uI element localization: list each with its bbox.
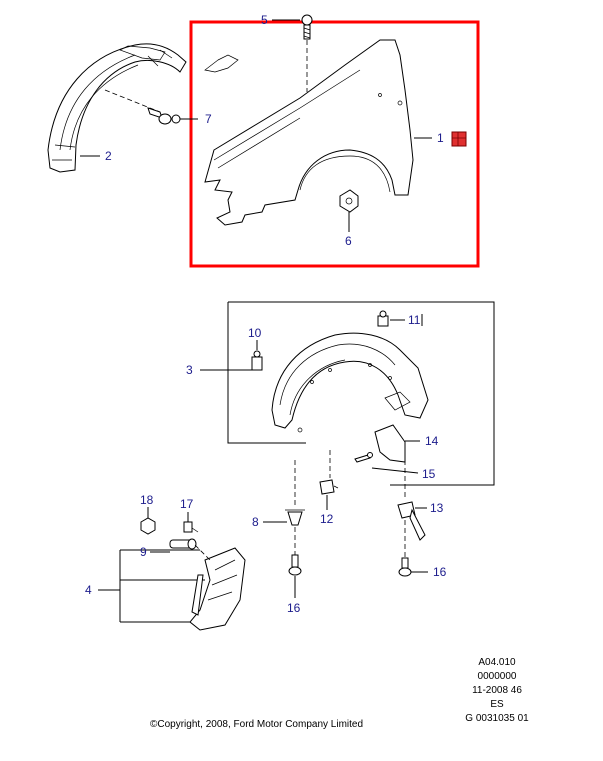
callout-9: 9 <box>140 545 147 559</box>
callout-14: 14 <box>425 434 439 448</box>
callout-1: 1 <box>437 131 444 145</box>
callout-15: 15 <box>422 467 436 481</box>
nut-part-6 <box>339 189 359 213</box>
clip-part-13 <box>397 501 426 541</box>
wheel-arch-liner-rear <box>271 332 429 433</box>
callout-2: 2 <box>105 149 112 163</box>
screw-part-17 <box>183 521 199 533</box>
callout-16-right: 16 <box>433 565 447 579</box>
clip-part-11 <box>377 310 389 327</box>
ref-line-1: A04.010 <box>478 657 516 668</box>
red-marker-icon <box>451 131 467 147</box>
bolt-part-7 <box>147 107 181 125</box>
pin-part-9 <box>169 538 197 550</box>
screw-part-16-left <box>288 554 302 576</box>
callout-12: 12 <box>320 512 334 526</box>
screw-part-16-right <box>398 557 412 577</box>
callout-10: 10 <box>248 326 262 340</box>
clip-part-12 <box>319 479 339 495</box>
callout-5: 5 <box>261 13 268 27</box>
callout-8: 8 <box>252 515 259 529</box>
callout-6: 6 <box>345 234 352 248</box>
ref-line-2: 0000000 <box>477 671 517 682</box>
ref-line-4: ES <box>490 699 504 710</box>
copyright-text: ©Copyright, 2008, Ford Motor Company Lim… <box>150 719 364 730</box>
clip-part-10 <box>251 350 263 371</box>
callout-17: 17 <box>180 497 194 511</box>
ref-line-3: 11-2008 46 <box>472 685 522 696</box>
bolt-part-5 <box>301 14 313 40</box>
splash-shield-part-4 <box>189 547 246 631</box>
ref-line-5: G 0031035 01 <box>465 713 529 724</box>
callout-16-left: 16 <box>287 601 301 615</box>
highlight-box <box>189 20 480 268</box>
reference-block: A04.010 0000000 11-2008 46 ES G 0031035 … <box>442 656 552 726</box>
callout-11: 11 <box>408 313 421 327</box>
nut-part-18 <box>140 517 156 535</box>
wheel-arch-liner-front <box>47 43 187 173</box>
callout-3: 3 <box>186 363 193 377</box>
group-box-3 <box>227 301 495 486</box>
front-fender <box>204 39 414 226</box>
screw-part-15 <box>354 452 373 463</box>
group-bracket-4 <box>119 549 205 623</box>
clip-part-8 <box>285 509 305 526</box>
callout-4: 4 <box>85 583 92 597</box>
callout-13: 13 <box>430 501 444 515</box>
callout-7: 7 <box>205 112 212 126</box>
callout-18: 18 <box>140 493 154 507</box>
mud-flap-part-14 <box>374 424 406 463</box>
